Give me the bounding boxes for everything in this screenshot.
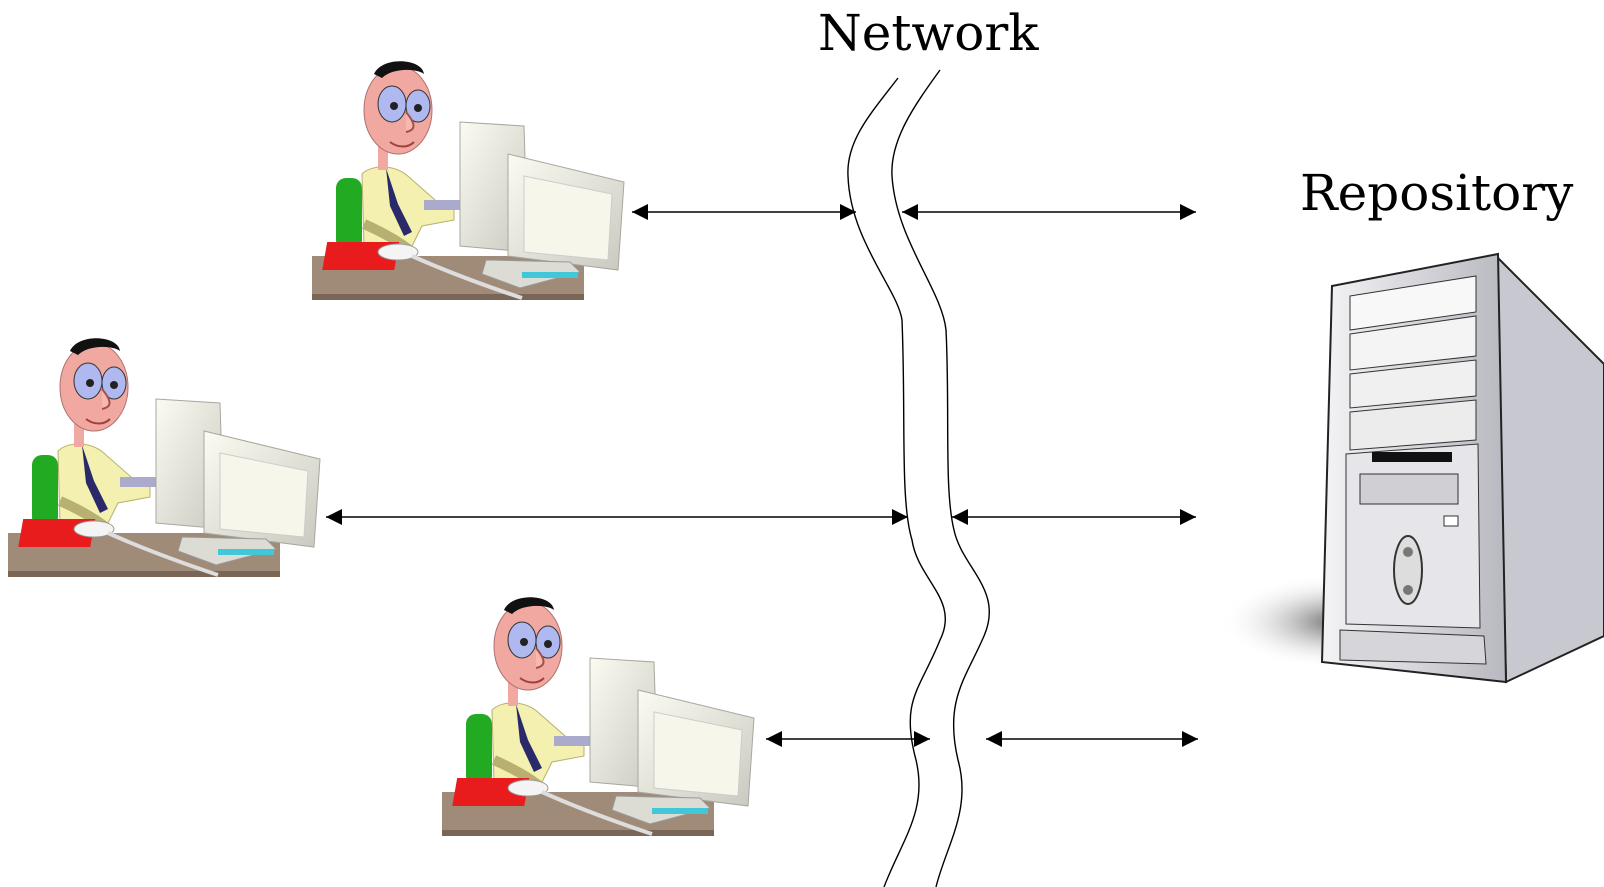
user-middle-computer-icon bbox=[8, 338, 320, 577]
user-bottom-computer-icon bbox=[442, 597, 754, 836]
network-strip bbox=[847, 69, 990, 887]
connections bbox=[326, 204, 1198, 747]
network-label: Network bbox=[818, 4, 1039, 62]
repository-label: Repository bbox=[1300, 164, 1574, 222]
repository-server-icon bbox=[1220, 252, 1604, 684]
user-top-computer-icon bbox=[312, 61, 624, 300]
